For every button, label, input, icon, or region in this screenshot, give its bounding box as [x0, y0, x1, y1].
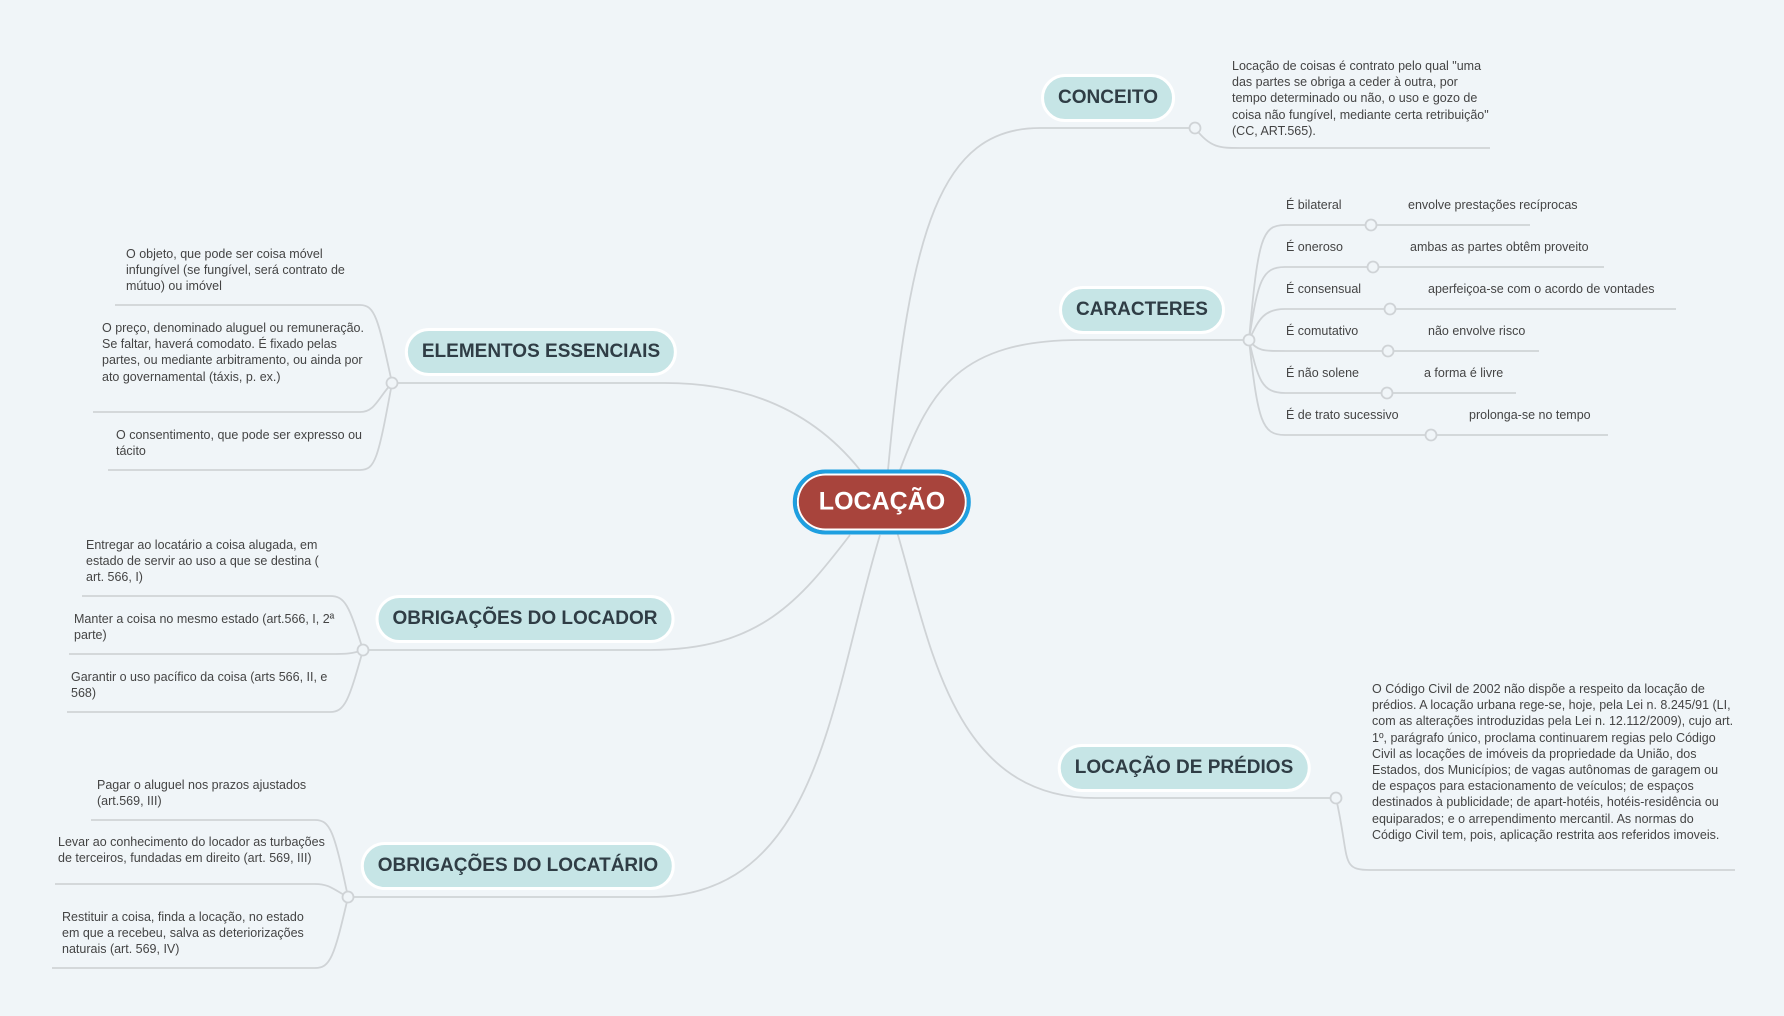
locatario-obrigacao[interactable]: Restituir a coisa, finda a locação, no e… — [62, 910, 304, 957]
caracter-detail[interactable]: ambas as partes obtêm proveito — [1410, 240, 1589, 254]
caracter-label[interactable]: É não solene — [1286, 366, 1359, 380]
junction-predios — [1329, 791, 1343, 805]
elemento-item[interactable]: O objeto, que pode ser coisa móvel infun… — [126, 247, 345, 294]
caracter-label[interactable]: É consensual — [1286, 282, 1362, 296]
locatario-obrigacao[interactable]: Pagar o aluguel nos prazos ajustados (ar… — [97, 778, 307, 809]
caracter-detail[interactable]: aperfeiçoa-se com o acordo de vontades — [1428, 282, 1655, 296]
junction-elementos — [385, 376, 399, 390]
root-topic[interactable]: LOCAÇÃO — [792, 469, 972, 535]
caracter-label[interactable]: É comutativo — [1286, 324, 1359, 338]
topic-obrigacoes-locador[interactable]: OBRIGAÇÕES DO LOCADOR — [375, 595, 675, 643]
caracter-label[interactable]: É de trato sucessivo — [1286, 408, 1399, 422]
topic-obrigacoes-locatario[interactable]: OBRIGAÇÕES DO LOCATÁRIO — [360, 842, 676, 890]
caracter-detail[interactable]: envolve prestações recíprocas — [1408, 198, 1578, 212]
elemento-item[interactable]: O preço, denominado aluguel ou remuneraç… — [102, 321, 364, 384]
junction-locador — [356, 643, 370, 657]
locador-obrigacao[interactable]: Entregar ao locatário a coisa alugada, e… — [86, 538, 319, 585]
topic-elementos-essenciais[interactable]: ELEMENTOS ESSENCIAIS — [404, 328, 678, 376]
caracter-label[interactable]: É oneroso — [1286, 240, 1343, 254]
junction-caracteres — [1242, 333, 1256, 347]
topic-caracteres[interactable]: CARACTERES — [1059, 286, 1225, 334]
caracter-detail[interactable]: não envolve risco — [1428, 324, 1526, 338]
locatario-obrigacao[interactable]: Levar ao conhecimento do locador as turb… — [58, 835, 325, 866]
predios-text[interactable]: O Código Civil de 2002 não dispõe a resp… — [1372, 682, 1734, 842]
locador-obrigacao[interactable]: Manter a coisa no mesmo estado (art.566,… — [74, 612, 335, 643]
junction-locatario — [341, 890, 355, 904]
junction-conceito — [1188, 121, 1202, 135]
locador-obrigacao[interactable]: Garantir o uso pacífico da coisa (arts 5… — [71, 670, 328, 701]
topic-conceito[interactable]: CONCEITO — [1041, 74, 1175, 122]
topic-locacao-de-predios[interactable]: LOCAÇÃO DE PRÉDIOS — [1057, 744, 1311, 792]
elemento-item[interactable]: O consentimento, que pode ser expresso o… — [116, 428, 362, 459]
caracter-detail[interactable]: a forma é livre — [1424, 366, 1504, 380]
caracter-detail[interactable]: prolonga-se no tempo — [1469, 408, 1591, 422]
conceito-text[interactable]: Locação de coisas é contrato pelo qual "… — [1232, 59, 1489, 138]
caracter-label[interactable]: É bilateral — [1286, 198, 1342, 212]
